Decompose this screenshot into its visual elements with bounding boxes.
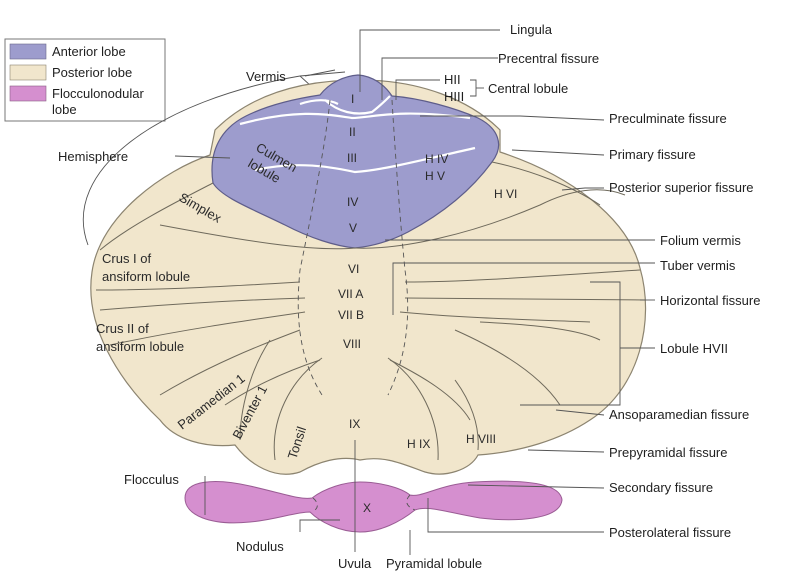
lobule-iii: III [347,151,357,165]
label-vermis: Vermis [246,69,286,84]
label-hix: H IX [407,437,430,451]
label-secondary-fissure: Secondary fissure [609,480,713,495]
label-precentral-fissure: Precentral fissure [498,51,599,66]
label-prepyramidal-fissure: Prepyramidal fissure [609,445,728,460]
lobule-ii: II [349,125,356,139]
label-hiv: H IV [425,152,448,166]
label-uvula: Uvula [338,556,372,571]
label-crus-ii: Crus II of [96,321,149,336]
label-hvi: H VI [494,187,517,201]
legend-label-anterior: Anterior lobe [52,44,126,59]
lobule-v: V [349,221,357,235]
label-folium-vermis: Folium vermis [660,233,741,248]
label-hii: HII [444,72,461,87]
legend: Anterior lobe Posterior lobe Flocculonod… [5,39,165,121]
label-crus-ii-line2: ansiform lobule [96,339,184,354]
label-hemisphere: Hemisphere [58,149,128,164]
label-crus-i-line2: ansiform lobule [102,269,190,284]
label-primary-fissure: Primary fissure [609,147,696,162]
label-preculminate-fissure: Preculminate fissure [609,111,727,126]
legend-label-flocculonodular-line2: lobe [52,102,77,117]
lobule-viib: VII B [338,308,364,322]
flocculonodular-lobe [185,481,562,532]
legend-swatch-anterior [10,44,46,59]
leader-prepyramidal [528,450,604,452]
legend-label-flocculonodular: Flocculonodular [52,86,144,101]
label-lobule-hvii: Lobule HVII [660,341,728,356]
label-ansoparamedian-fissure: Ansoparamedian fissure [609,407,749,422]
label-nodulus: Nodulus [236,539,284,554]
lobule-viia: VII A [338,287,363,301]
lobule-i: I [351,92,354,106]
label-posterolateral-fissure: Posterolateral fissure [609,525,731,540]
lobule-vi: VI [348,262,359,276]
leader-primary [512,150,604,155]
legend-swatch-posterior [10,65,46,80]
label-crus-i: Crus I of [102,251,152,266]
label-flocculus: Flocculus [124,472,179,487]
label-posterior-superior-fissure: Posterior superior fissure [609,180,754,195]
label-hviii: H VIII [466,432,496,446]
lobule-ix: IX [349,417,360,431]
legend-swatch-flocculonodular [10,86,46,101]
label-hiii: HIII [444,89,464,104]
label-pyramidal-lobule: Pyramidal lobule [386,556,482,571]
label-tuber-vermis: Tuber vermis [660,258,736,273]
label-horizontal-fissure: Horizontal fissure [660,293,760,308]
lobule-x: X [363,501,371,515]
legend-label-posterior: Posterior lobe [52,65,132,80]
label-hv: H V [425,169,445,183]
label-central-lobule: Central lobule [488,81,568,96]
label-lingula: Lingula [510,22,553,37]
bracket-central [470,80,476,96]
lobule-viii: VIII [343,337,361,351]
lobule-iv: IV [347,195,358,209]
